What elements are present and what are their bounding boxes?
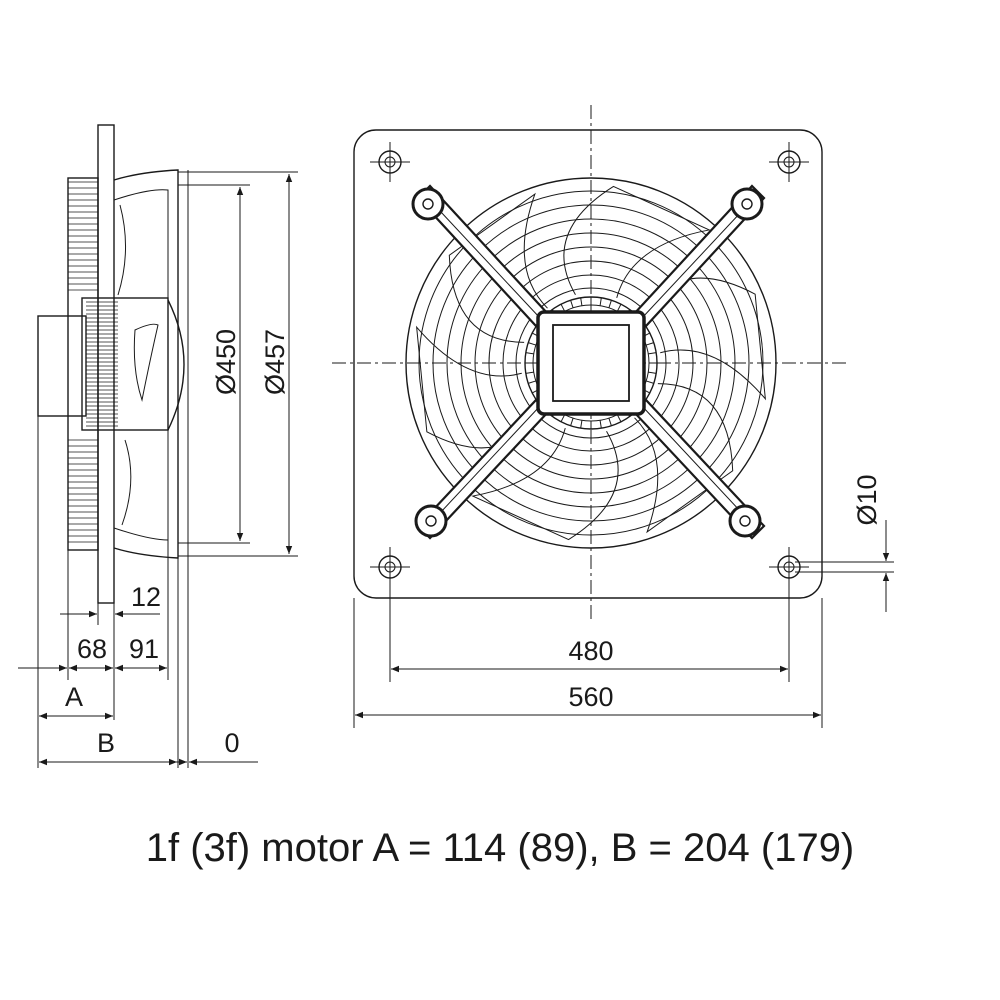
motor-cooling-fins xyxy=(86,301,118,427)
mounting-hole-top-left xyxy=(370,142,410,182)
mounting-hole-bottom-right xyxy=(769,547,809,587)
dim-label-450: Ø450 xyxy=(211,329,241,395)
side-blade xyxy=(133,323,159,402)
dim-label-a: A xyxy=(65,682,83,712)
side-guard-fins xyxy=(68,181,98,543)
caption: 1f (3f) motor A = 114 (89), B = 204 (179… xyxy=(145,826,855,870)
dim-label-0: 0 xyxy=(224,728,239,758)
dim-label-68: 68 xyxy=(77,634,107,664)
side-housing xyxy=(113,169,179,559)
dim-label-10: Ø10 xyxy=(852,474,882,525)
motor-mount xyxy=(524,296,658,430)
side-mounting-plate xyxy=(97,124,115,604)
mounting-holes xyxy=(370,142,809,587)
side-blade-outline xyxy=(117,204,132,526)
motor-stator xyxy=(81,297,169,431)
dim-label-12: 12 xyxy=(131,582,161,612)
motor-mount-opening xyxy=(552,324,630,402)
dim-label-91: 91 xyxy=(129,634,159,664)
dim-label-480: 480 xyxy=(568,636,613,666)
mounting-hole-top-right xyxy=(769,142,809,182)
front-view: 480 560 Ø10 xyxy=(332,105,894,728)
side-guard xyxy=(67,177,99,551)
dim-label-457: Ø457 xyxy=(260,329,290,395)
hub-dome xyxy=(167,299,185,431)
guard-rings xyxy=(405,177,777,549)
motor-body xyxy=(37,315,87,417)
support-arms xyxy=(411,184,766,540)
side-view: Ø450 Ø457 12 68 91 A B 0 xyxy=(18,124,298,768)
dim-label-560: 560 xyxy=(568,682,613,712)
front-mounting-plate xyxy=(353,129,823,599)
dim-label-b: B xyxy=(97,728,115,758)
